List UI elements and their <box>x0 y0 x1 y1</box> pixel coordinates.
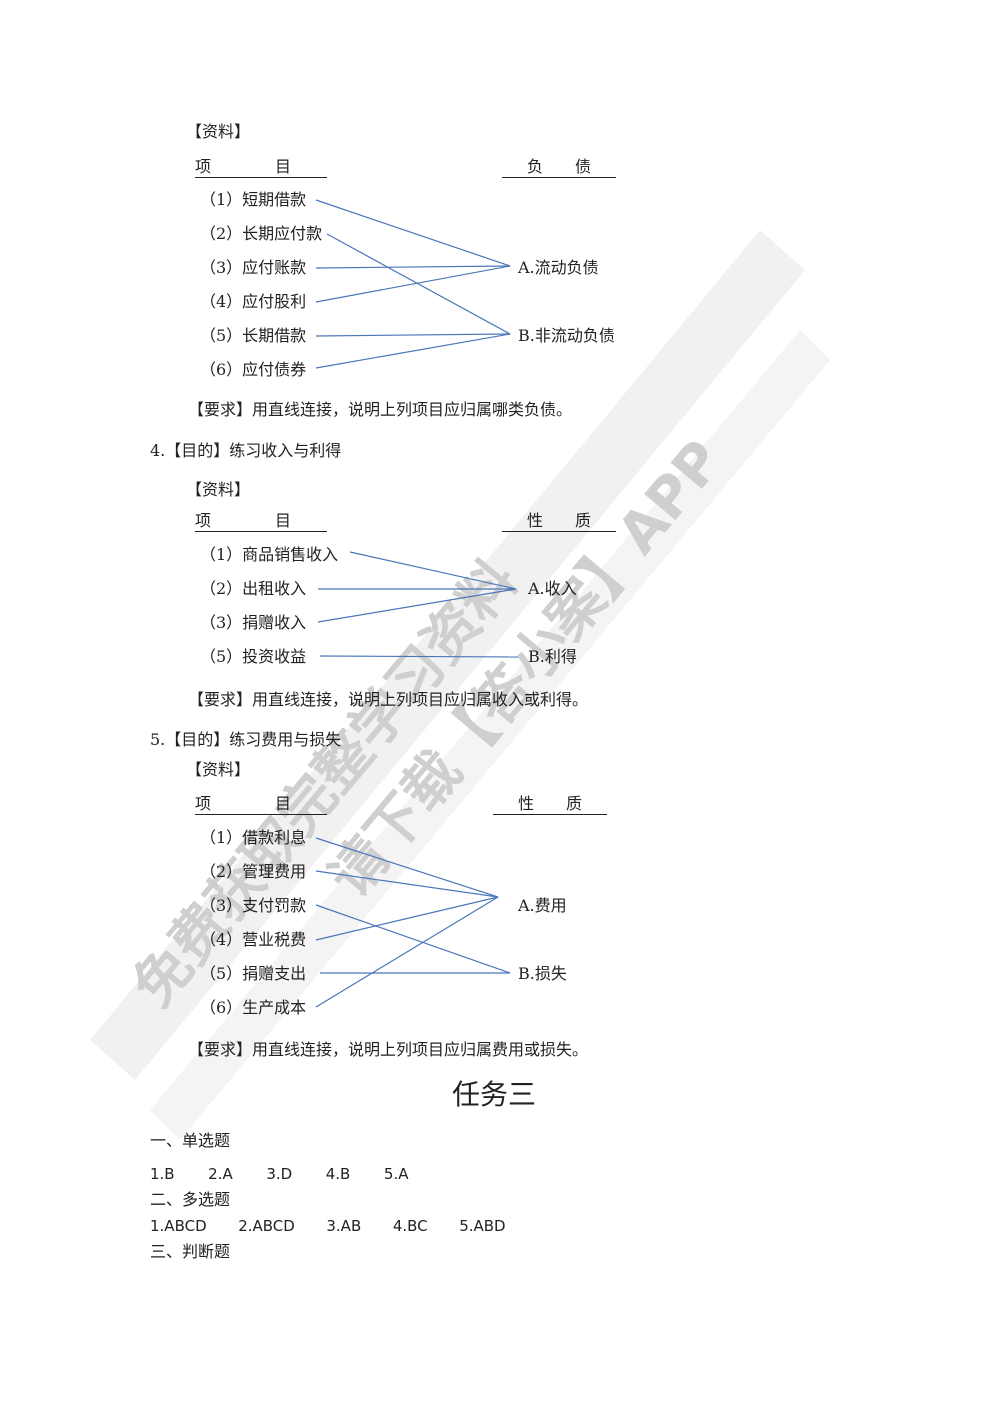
s3-requirement: 【要求】用直线连接，说明上列项目应归属哪类负债。 <box>188 400 573 419</box>
s5-link-4 <box>315 896 499 941</box>
multi-answer: 2.ABCD <box>238 1217 295 1235</box>
s5-link-1 <box>315 837 499 898</box>
s3-item: （5）长期借款 <box>200 326 307 345</box>
s5-item: （3）支付罚款 <box>200 896 307 915</box>
s3-link-3 <box>315 265 511 269</box>
s5-col-right: 性 质 <box>493 794 607 815</box>
single-answer: 5.A <box>383 1165 409 1183</box>
s5-heading: 5.【目的】练习费用与损失 <box>150 730 342 749</box>
s3-link-6 <box>315 333 511 369</box>
s3-link-5 <box>315 333 511 337</box>
s5-target: B.损失 <box>518 964 567 983</box>
s3-link-4 <box>315 265 511 303</box>
s3-target: B.非流动负债 <box>518 326 615 345</box>
s3-link-2 <box>326 233 511 335</box>
judge-heading: 三、判断题 <box>150 1242 231 1261</box>
s3-item: （6）应付债券 <box>200 360 307 379</box>
s5-item: （4）营业税费 <box>200 930 307 949</box>
s5-item: （2）管理费用 <box>200 862 307 881</box>
s5-item: （6）生产成本 <box>200 998 307 1017</box>
multi-answer: 5.ABD <box>459 1217 506 1235</box>
s5-link-6 <box>315 896 499 1008</box>
s4-col-right: 性 质 <box>502 511 616 532</box>
s5-item: （1）借款利息 <box>200 828 307 847</box>
s5-target: A.费用 <box>518 896 567 915</box>
s3-item: （4）应付股利 <box>200 292 307 311</box>
s4-link-3 <box>317 588 517 623</box>
s4-col-item: 项 目 <box>195 511 327 532</box>
s4-link-4 <box>319 655 519 658</box>
s4-link-1 <box>349 551 517 590</box>
s3-material-label: 【资料】 <box>186 122 251 141</box>
s4-item: （5）投资收益 <box>200 647 307 666</box>
single-answers-row: 1.B 2.A 3.D 4.B 5.A <box>150 1164 409 1184</box>
s3-link-1 <box>315 199 511 267</box>
multi-choice-heading: 二、多选题 <box>150 1190 231 1209</box>
multi-answers-row: 1.ABCD 2.ABCD 3.AB 4.BC 5.ABD <box>150 1216 506 1236</box>
s4-target: A.收入 <box>528 579 577 598</box>
s4-item: （2）出租收入 <box>200 579 307 598</box>
task-title: 任务三 <box>452 1078 537 1111</box>
s4-item: （1）商品销售收入 <box>200 545 339 564</box>
single-choice-heading: 一、单选题 <box>150 1131 231 1150</box>
s5-col-item: 项 目 <box>195 794 327 815</box>
s4-target: B.利得 <box>528 647 577 666</box>
multi-answer: 3.AB <box>326 1217 362 1235</box>
s5-link-2 <box>315 870 499 898</box>
s5-link-3 <box>315 904 511 974</box>
s4-material-label: 【资料】 <box>186 480 251 499</box>
multi-answer: 1.ABCD <box>150 1217 207 1235</box>
single-answer: 3.D <box>266 1165 293 1183</box>
s4-heading: 4.【目的】练习收入与利得 <box>150 441 342 460</box>
s3-col-right: 负 债 <box>502 157 616 178</box>
s5-requirement: 【要求】用直线连接，说明上列项目应归属费用或损失。 <box>188 1040 589 1059</box>
s3-item: （1）短期借款 <box>200 190 307 209</box>
s3-col-item: 项 目 <box>195 157 327 178</box>
s4-item: （3）捐赠收入 <box>200 613 307 632</box>
single-answer: 1.B <box>150 1165 175 1183</box>
s3-target: A.流动负债 <box>518 258 599 277</box>
s3-item: （3）应付账款 <box>200 258 307 277</box>
s5-item: （5）捐赠支出 <box>200 964 307 983</box>
s3-item: （2）长期应付款 <box>200 224 323 243</box>
s4-requirement: 【要求】用直线连接，说明上列项目应归属收入或利得。 <box>188 690 589 709</box>
multi-answer: 4.BC <box>392 1217 428 1235</box>
single-answer: 2.A <box>208 1165 233 1183</box>
single-answer: 4.B <box>325 1165 351 1183</box>
s5-material-label: 【资料】 <box>186 760 251 779</box>
